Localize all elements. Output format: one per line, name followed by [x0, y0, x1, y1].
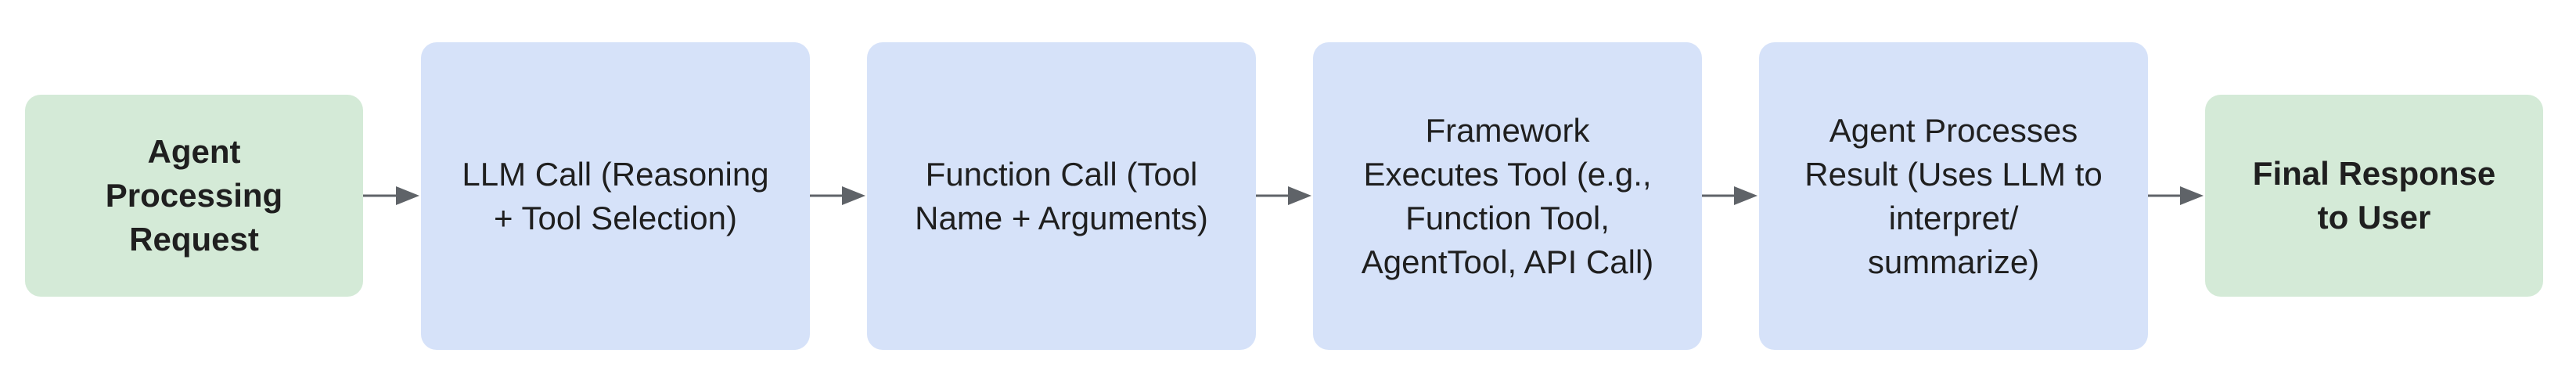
arrow-1	[363, 186, 419, 205]
node-label: LLM Call (Reasoning+ Tool Selection)	[462, 155, 769, 236]
arrow-5	[2148, 186, 2204, 205]
node-llm-call: LLM Call (Reasoning+ Tool Selection)	[421, 42, 810, 350]
arrow-2	[810, 186, 865, 205]
arrow-4	[1702, 186, 1758, 205]
arrow-3	[1256, 186, 1311, 205]
